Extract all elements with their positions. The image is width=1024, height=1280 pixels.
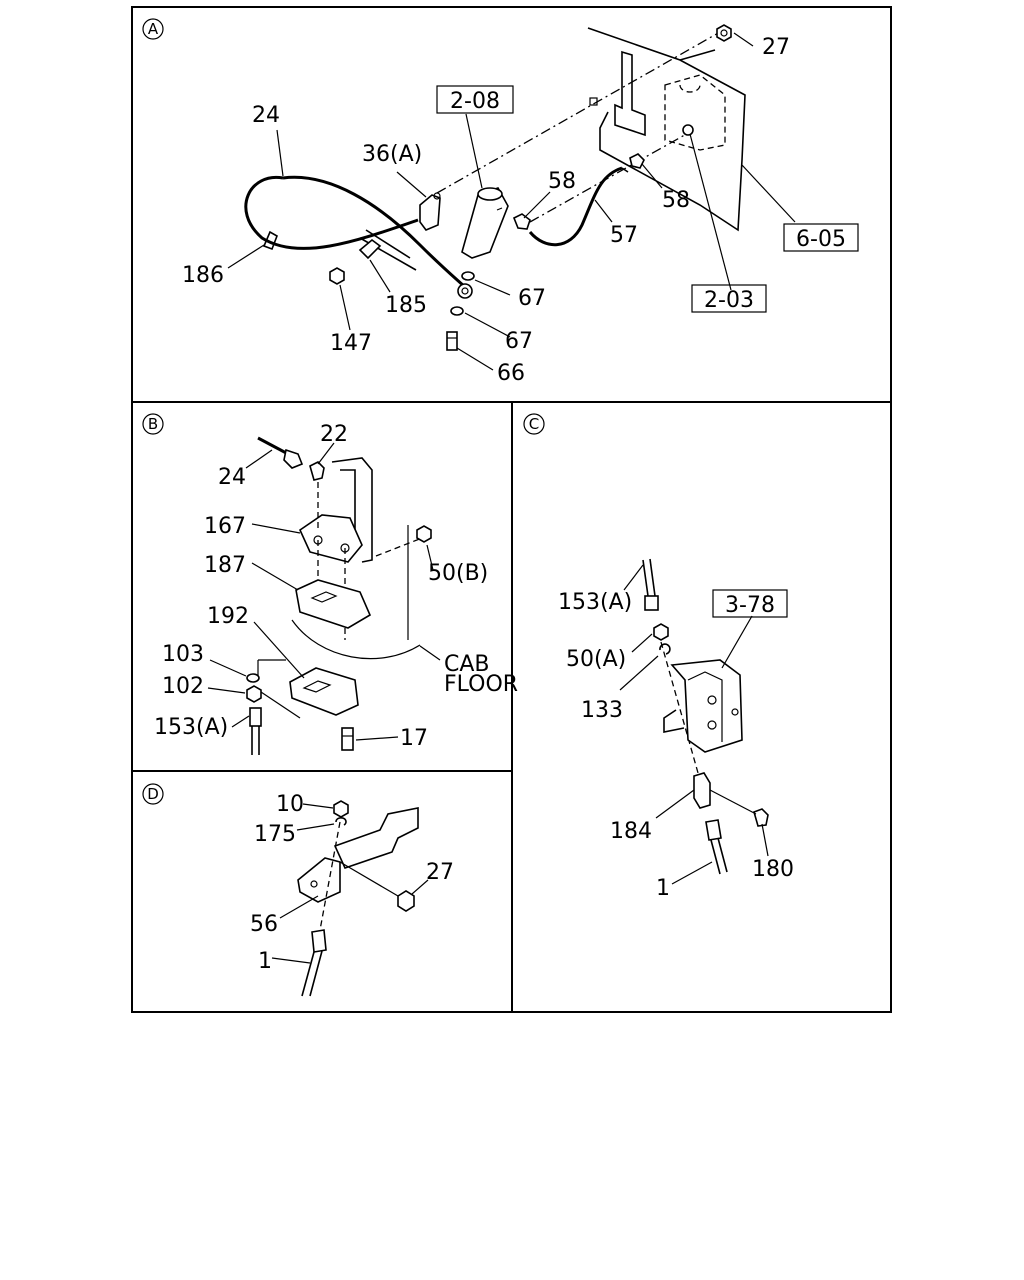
- label-b-22: 22: [320, 422, 348, 447]
- section-marker-d: D: [142, 783, 164, 805]
- label-a-185: 185: [385, 293, 427, 318]
- section-d-drawing: [271, 800, 429, 997]
- diagram-frames: [131, 6, 892, 1013]
- label-a-186: 186: [182, 263, 224, 288]
- section-c-drawing: [619, 558, 769, 885]
- label-c-180: 180: [752, 857, 794, 882]
- ref-text-2-08: 2-08: [450, 89, 500, 114]
- section-marker-b-text: B: [148, 415, 158, 433]
- label-b-cab: CAB: [444, 652, 490, 677]
- section-marker-c-text: C: [529, 415, 539, 433]
- label-a-58-right: 58: [662, 188, 690, 213]
- label-d-27: 27: [426, 860, 454, 885]
- label-b-floor: FLOOR: [444, 672, 518, 697]
- section-marker-c: C: [523, 413, 545, 435]
- label-a-24: 24: [252, 103, 280, 128]
- label-b-103: 103: [162, 642, 204, 667]
- ref-box-2-08: 2-08: [436, 85, 514, 114]
- label-b-50b: 50(B): [428, 561, 488, 586]
- section-marker-a-text: A: [148, 20, 159, 38]
- label-a-67-upper: 67: [518, 286, 546, 311]
- label-a-58-left: 58: [548, 169, 576, 194]
- label-a-147: 147: [330, 331, 372, 356]
- ref-text-6-05: 6-05: [796, 227, 846, 252]
- label-c-133: 133: [581, 698, 623, 723]
- label-c-184: 184: [610, 819, 652, 844]
- label-b-153a: 153(A): [154, 715, 228, 740]
- label-d-10: 10: [276, 792, 304, 817]
- label-c-1: 1: [656, 876, 670, 901]
- label-b-192: 192: [207, 604, 249, 629]
- ref-text-2-03: 2-03: [704, 288, 754, 313]
- ref-box-6-05: 6-05: [783, 223, 859, 252]
- section-marker-b: B: [142, 413, 164, 435]
- section-a-drawing: [227, 24, 796, 371]
- label-a-67-lower: 67: [505, 329, 533, 354]
- ref-box-2-03: 2-03: [691, 284, 767, 313]
- label-d-175: 175: [254, 822, 296, 847]
- label-a-57: 57: [610, 223, 638, 248]
- label-b-102: 102: [162, 674, 204, 699]
- ref-text-3-78: 3-78: [725, 593, 775, 618]
- label-b-187: 187: [204, 553, 246, 578]
- label-a-36a: 36(A): [362, 142, 422, 167]
- label-b-167: 167: [204, 514, 246, 539]
- label-c-50a: 50(A): [566, 647, 626, 672]
- section-marker-a: A: [142, 18, 164, 40]
- label-a-27: 27: [762, 35, 790, 60]
- label-c-153a: 153(A): [558, 590, 632, 615]
- section-b-drawing: [207, 436, 441, 755]
- label-b-24: 24: [218, 465, 246, 490]
- section-marker-d-text: D: [147, 785, 159, 803]
- label-a-66: 66: [497, 361, 525, 386]
- label-d-56: 56: [250, 912, 278, 937]
- label-d-1: 1: [258, 949, 272, 974]
- label-b-17: 17: [400, 726, 428, 751]
- ref-box-3-78: 3-78: [712, 589, 788, 618]
